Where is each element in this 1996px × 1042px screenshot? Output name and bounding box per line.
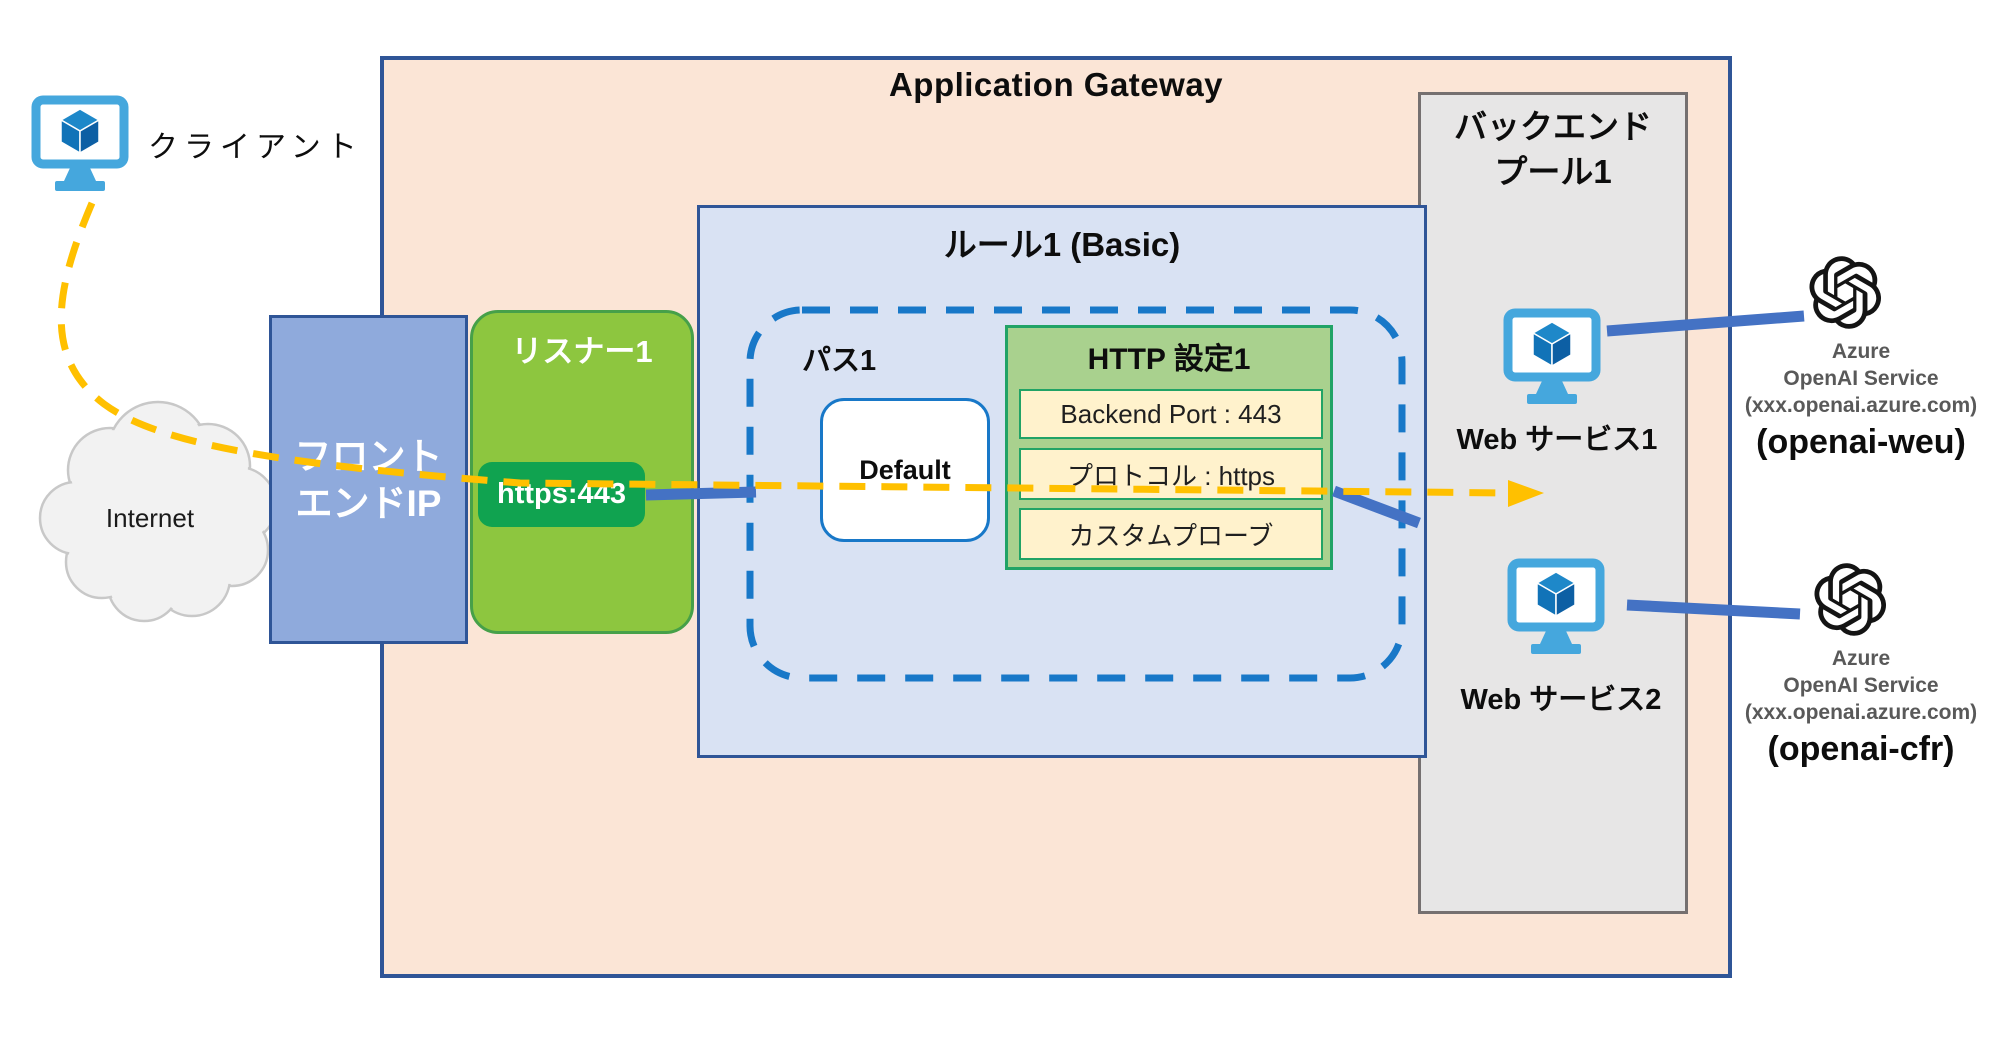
openai-service-1-line1: Azure: [1831, 340, 1891, 363]
backend-pool-title-line2: プール1: [1494, 153, 1612, 190]
http-settings-title: HTTP 設定1: [1087, 343, 1251, 376]
backend-pool-title-line1: バックエンド: [1454, 108, 1652, 145]
listener-title: リスナー1: [511, 334, 653, 369]
frontend-ip-label-line1: フロント: [294, 435, 443, 477]
openai-logo-2: [1814, 563, 1886, 636]
openai-service-2-line3: (xxx.openai.azure.com): [1744, 701, 1978, 724]
http-setting-row-custom-probe: カスタムプローブ: [1019, 508, 1323, 560]
web-service-1-label: Web サービス1: [1456, 424, 1658, 456]
frontend-ip-label-line2: エンドIP: [295, 482, 442, 524]
backend-pool-panel: [1418, 92, 1688, 914]
path-label: パス1: [802, 345, 877, 377]
client-label: クライアント: [148, 131, 363, 164]
http-setting-row-protocol: プロトコル : https: [1019, 448, 1323, 500]
openai-service-2-name: (openai-cfr): [1767, 730, 1955, 768]
openai-service-1-line3: (xxx.openai.azure.com): [1744, 394, 1978, 417]
openai-service-2-line1: Azure: [1831, 647, 1891, 670]
openai-logo-1: [1809, 256, 1881, 329]
openai-service-2-line2: OpenAI Service: [1783, 674, 1939, 697]
web-service-2-label: Web サービス2: [1460, 684, 1662, 716]
http-setting-row-backend-port: Backend Port : 443: [1019, 389, 1323, 439]
rule-title: ルール1 (Basic): [943, 226, 1181, 263]
openai-service-1-line2: OpenAI Service: [1783, 367, 1939, 390]
client-vm-icon: [31, 95, 129, 191]
default-route-box: Default: [820, 398, 990, 542]
listener-port-badge: https:443: [478, 462, 645, 527]
openai-service-1-caption: Azure OpenAI Service (xxx.openai.azure.c…: [1732, 338, 1990, 462]
application-gateway-title: Application Gateway: [888, 66, 1224, 103]
internet-label: Internet: [105, 503, 195, 533]
backend-pool-title: バックエンド プール1: [1418, 104, 1688, 194]
frontend-ip-box: フロント エンドIP: [269, 315, 468, 644]
openai-service-2-caption: Azure OpenAI Service (xxx.openai.azure.c…: [1732, 645, 1990, 769]
openai-service-1-name: (openai-weu): [1756, 423, 1966, 461]
